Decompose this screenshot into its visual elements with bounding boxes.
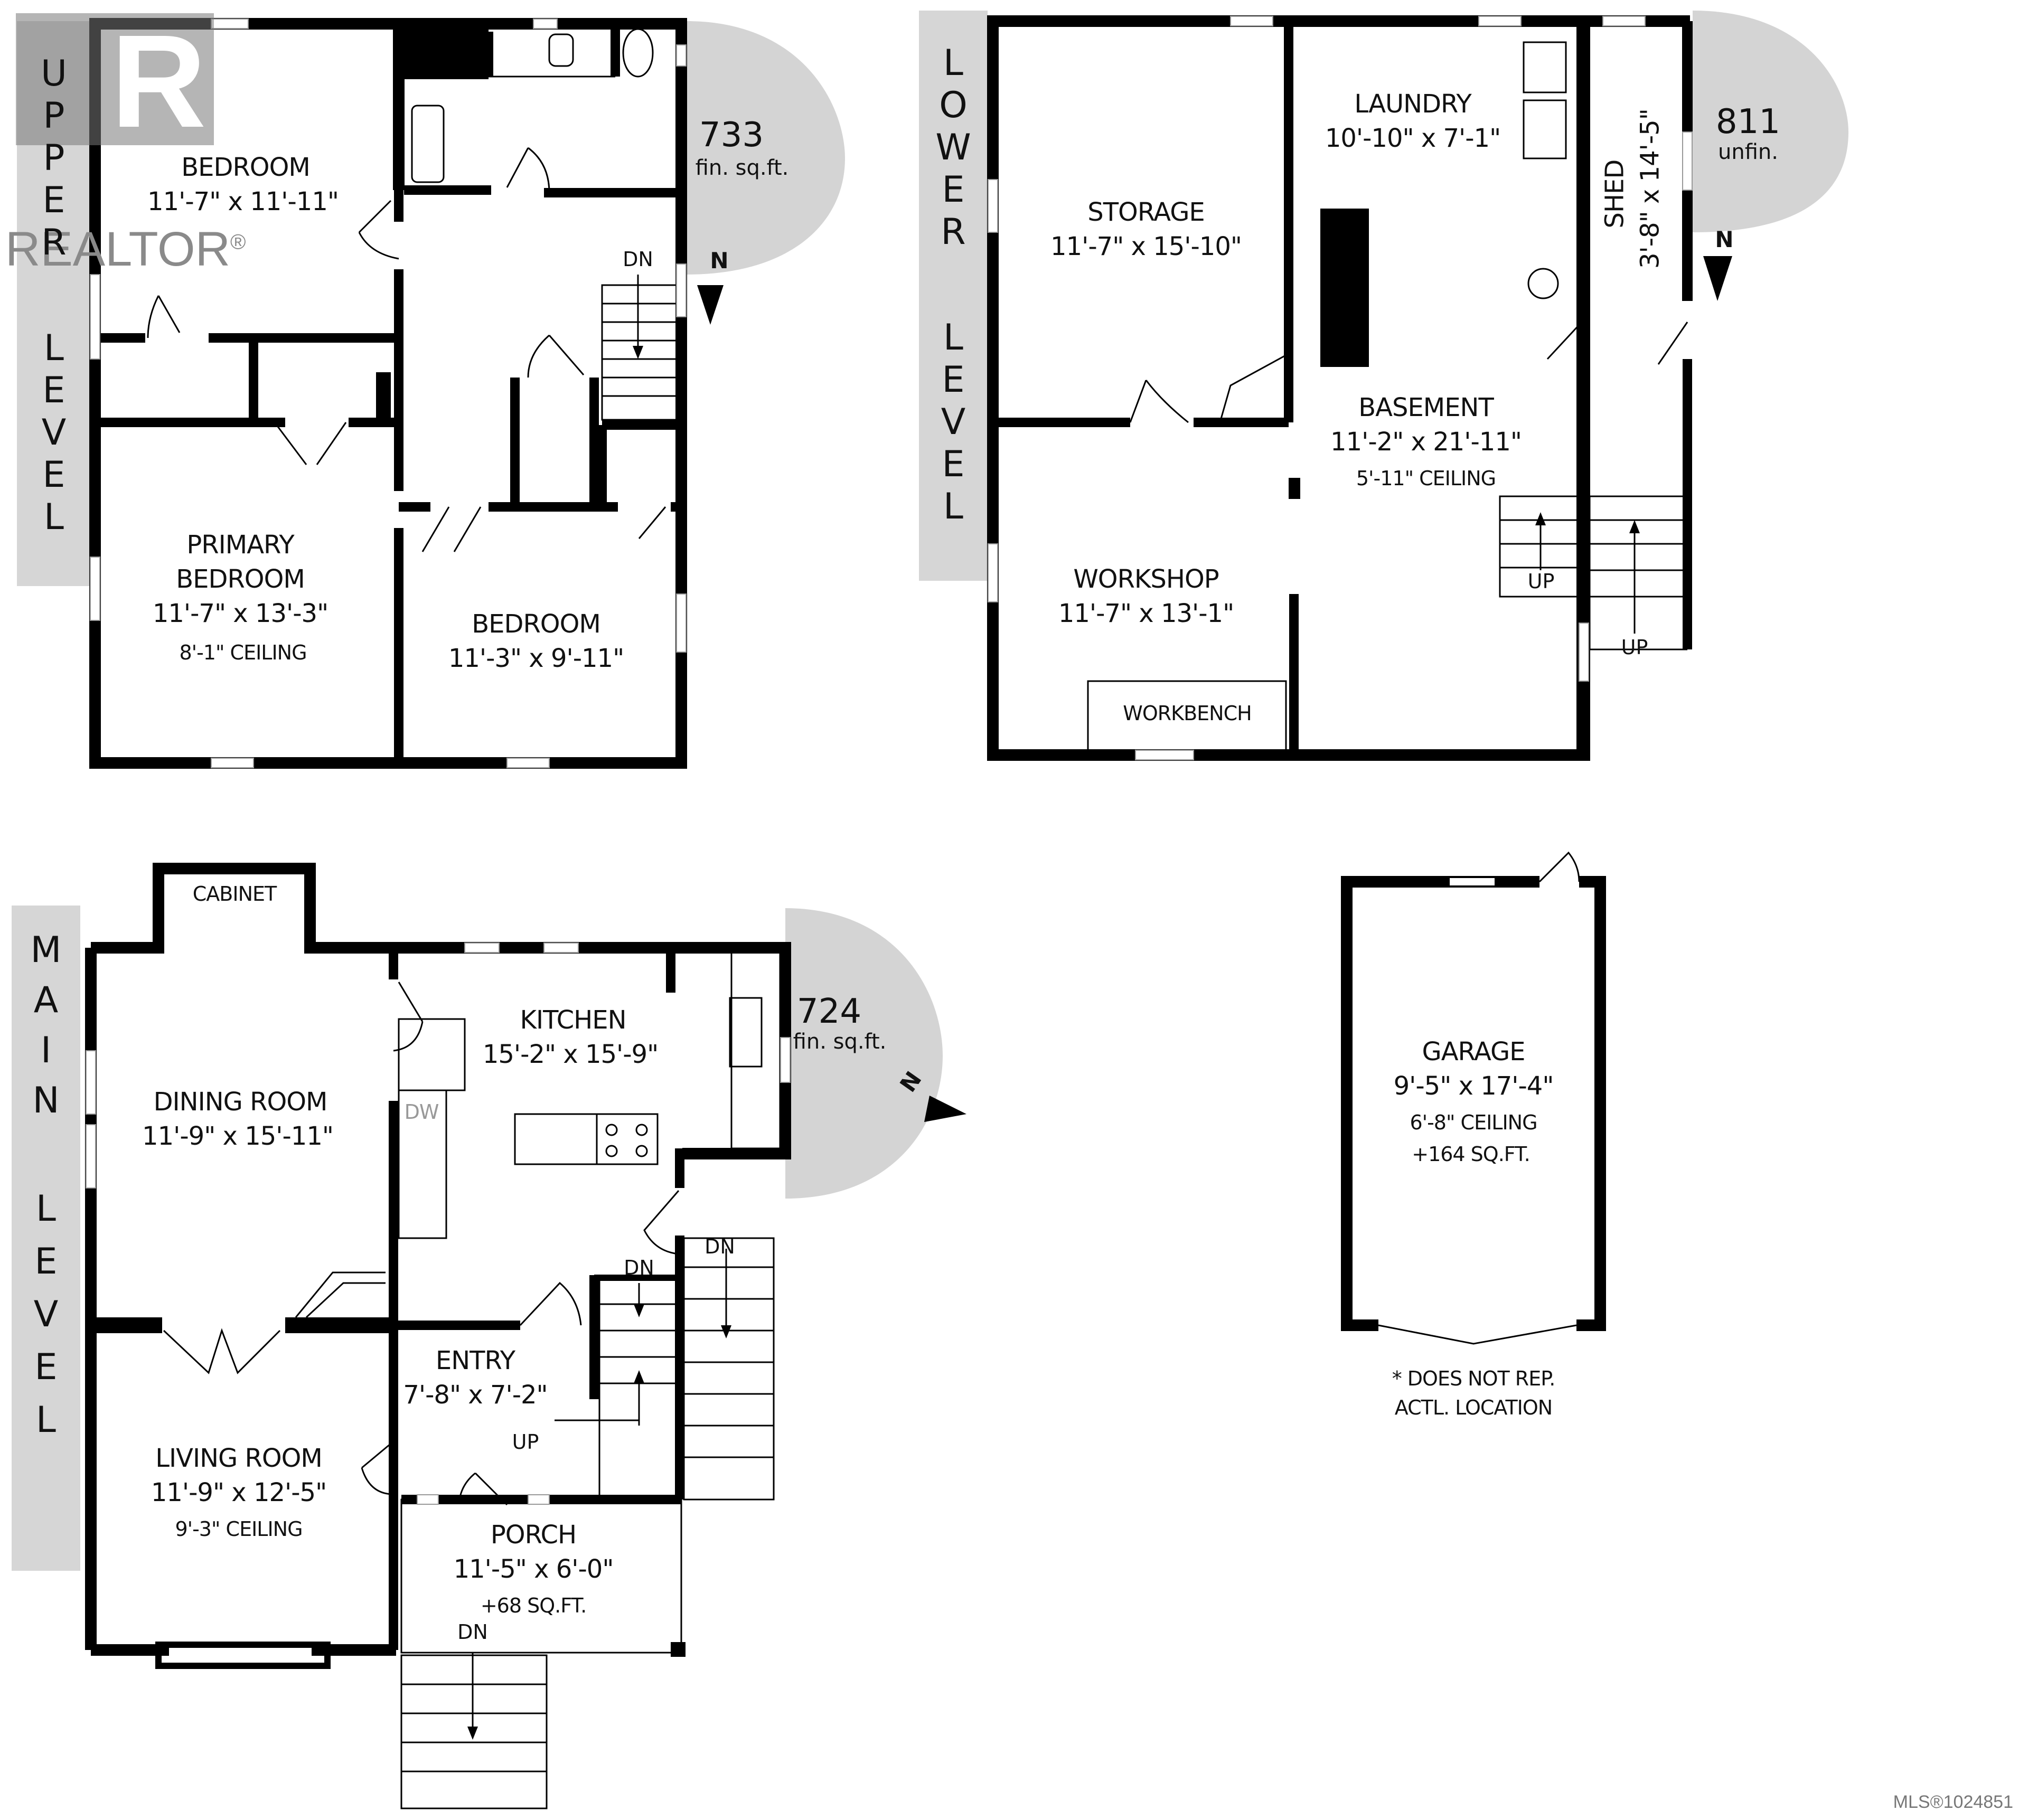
upper-sqft-unit: fin. sq.ft. <box>695 156 789 180</box>
primary-bedroom-name2: BEDROOM <box>176 564 305 594</box>
shed-name: SHED <box>1600 159 1630 229</box>
registered-mark: ® <box>230 230 246 254</box>
main-sqft-value: 724 <box>796 992 862 1031</box>
basement-dims: 11'-2" x 21'-11" <box>1330 427 1522 457</box>
storage-name: STORAGE <box>1087 197 1205 227</box>
kitchen-name: KITCHEN <box>520 1005 627 1035</box>
primary-bedroom-dims: 11'-7" x 13'-3" <box>152 599 328 628</box>
dining-room-name: DINING ROOM <box>153 1087 328 1117</box>
lower-stairs-up-label-1: UP <box>1527 570 1555 593</box>
laundry-dims: 10'-10" x 7'-1" <box>1325 124 1501 153</box>
realtor-watermark-text: REALTOR® <box>5 222 246 277</box>
primary-bedroom-ceiling: 8'-1" CEILING <box>179 641 307 664</box>
porch-sqft: +68 SQ.FT. <box>480 1594 587 1617</box>
lower-sqft-unit: unfin. <box>1718 140 1778 164</box>
upper-stairs-dn-label: DN <box>623 248 653 271</box>
garage-ceiling: 6'-8" CEILING <box>1410 1111 1537 1134</box>
porch-name: PORCH <box>490 1520 577 1550</box>
garage-footnote-1: * DOES NOT REP. <box>1392 1367 1556 1390</box>
entry-name: ENTRY <box>435 1346 515 1375</box>
basement-name: BASEMENT <box>1358 393 1494 422</box>
main-stairs-dn-label-1: DN <box>624 1256 654 1279</box>
workbench-label: WORKBENCH <box>1123 702 1252 725</box>
porch-dims: 11'-5" x 6'-0" <box>453 1554 614 1584</box>
cabinet-label: CABINET <box>192 882 277 906</box>
laundry-name: LAUNDRY <box>1354 89 1471 119</box>
dining-room-dims: 11'-9" x 15'-11" <box>142 1121 334 1151</box>
main-stairs-dn-label-2: DN <box>705 1235 735 1258</box>
kitchen-dims: 15'-2" x 15'-9" <box>482 1040 659 1069</box>
mls-number: MLS®1024851 <box>1893 1792 2013 1812</box>
garage-name: GARAGE <box>1422 1037 1526 1067</box>
living-room-ceiling: 9'-3" CEILING <box>175 1517 303 1541</box>
lower-sqft-value: 811 <box>1715 102 1781 142</box>
lower-compass-n: N <box>1715 227 1734 252</box>
garage-footnote-2: ACTL. LOCATION <box>1394 1396 1553 1419</box>
main-sqft-unit: fin. sq.ft. <box>793 1030 887 1054</box>
upper-compass-n: N <box>710 248 729 274</box>
upper-bedroom-2-name: BEDROOM <box>472 609 601 639</box>
upper-sqft-value: 733 <box>699 116 764 155</box>
workshop-dims: 11'-7" x 13'-1" <box>1058 599 1234 628</box>
main-level-band <box>12 906 80 1571</box>
realtor-logo-letter: R <box>111 7 206 155</box>
shed-dims: 3'-8" x 14'-5" <box>1635 109 1665 269</box>
workshop-name: WORKSHOP <box>1073 564 1219 594</box>
living-room-dims: 11'-9" x 12'-5" <box>151 1478 327 1507</box>
entry-dims: 7'-8" x 7'-2" <box>403 1380 548 1410</box>
main-stairs-up-label: UP <box>512 1430 539 1454</box>
realtor-logo-icon <box>16 13 214 145</box>
living-room-name: LIVING ROOM <box>155 1444 323 1473</box>
primary-bedroom-name: PRIMARY <box>186 530 294 560</box>
garage-sqft: +164 SQ.FT. <box>1412 1143 1531 1166</box>
upper-bedroom-1-dims: 11'-7" x 11'-11" <box>147 187 339 216</box>
lower-stairs-up-label-2: UP <box>1621 636 1648 659</box>
porch-stairs-dn-label: DN <box>457 1620 488 1644</box>
upper-bedroom-1-name: BEDROOM <box>181 153 311 182</box>
garage-dims: 9'-5" x 17'-4" <box>1393 1071 1554 1101</box>
upper-bedroom-2-dims: 11'-3" x 9'-11" <box>448 644 624 673</box>
dishwasher-label: DW <box>404 1100 439 1124</box>
realtor-brand: REALTOR <box>5 222 231 276</box>
basement-ceiling: 5'-11" CEILING <box>1356 467 1496 490</box>
lower-level-band <box>919 11 988 581</box>
storage-dims: 11'-7" x 15'-10" <box>1050 232 1242 261</box>
